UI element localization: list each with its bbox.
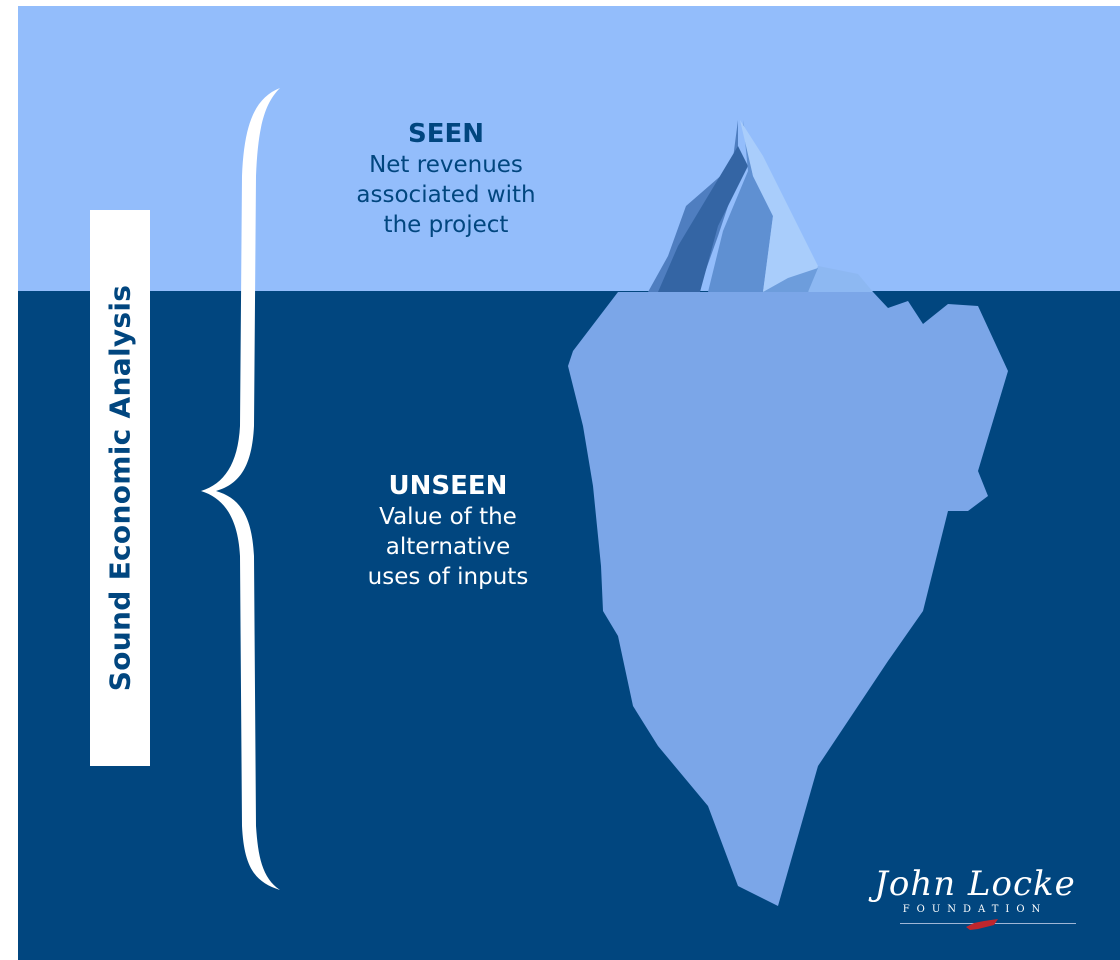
iceberg-tip-light-facet — [740, 120, 818, 292]
iceberg-tip-dark-facet — [658, 146, 748, 292]
iceberg-tip-mid-facet — [708, 120, 773, 292]
iceberg-underwater-body — [568, 292, 1008, 906]
nc-state-icon — [966, 919, 998, 930]
unseen-line: alternative — [385, 534, 511, 560]
iceberg-infographic: Sound Economic Analysis SEEN Net revenue… — [18, 6, 1120, 960]
side-label-text: Sound Economic Analysis — [103, 284, 137, 692]
unseen-line: uses of inputs — [367, 564, 529, 590]
unseen-block: UNSEEN Value of the alternative uses of … — [318, 470, 578, 592]
seen-heading: SEEN — [407, 119, 484, 149]
sky-background — [18, 6, 1120, 291]
logo-script-text: John Locke — [874, 864, 1076, 904]
side-label-box: Sound Economic Analysis — [90, 210, 150, 766]
unseen-heading: UNSEEN — [388, 471, 508, 501]
seen-line: Net revenues — [369, 152, 523, 178]
logo-foundation-text: FOUNDATION — [902, 904, 1048, 915]
unseen-line: Value of the — [379, 504, 517, 530]
seen-line: associated with — [356, 182, 536, 208]
seen-line: the project — [383, 212, 509, 238]
seen-block: SEEN Net revenues associated with the pr… — [306, 118, 586, 240]
john-locke-foundation-logo: John Locke FOUNDATION — [870, 864, 1080, 954]
iceberg-tip-shadow-shelf — [763, 268, 818, 292]
iceberg-tip-left-facet — [648, 120, 738, 292]
iceberg-illustration — [568, 120, 1008, 906]
iceberg-tip-right-shelf — [808, 266, 873, 292]
curly-brace — [201, 88, 280, 890]
